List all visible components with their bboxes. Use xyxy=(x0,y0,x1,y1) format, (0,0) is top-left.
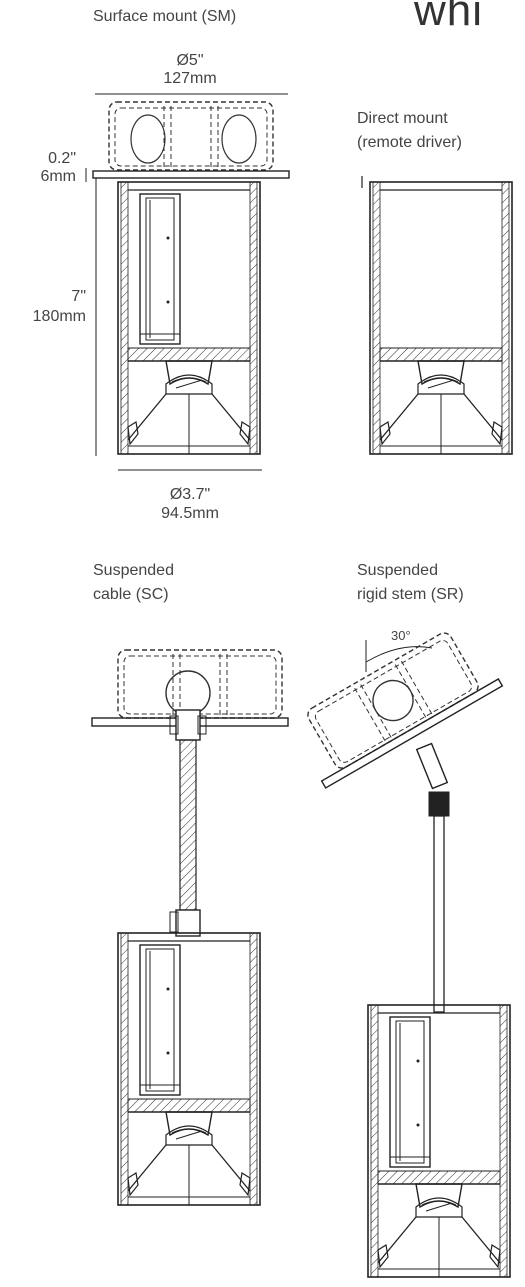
tilt-angle-label: 30° xyxy=(391,628,411,643)
direct-mount-title-line1: Direct mount xyxy=(357,110,448,127)
surface-mount-drawing xyxy=(85,93,290,471)
direct-mount-title-line2: (remote driver) xyxy=(357,134,462,151)
height-metric: 180mm xyxy=(32,308,86,325)
bottom-diameter-imperial: Ø3.7" xyxy=(169,486,211,503)
plate-thickness-imperial: 0.2" xyxy=(48,150,76,167)
cable-sc xyxy=(179,739,197,911)
direct-mount-drawing xyxy=(361,176,513,455)
suspended-cable-title-line2: cable (SC) xyxy=(93,586,169,603)
header-partial-word: whi xyxy=(414,0,484,35)
suspended-cable-title-line1: Suspended xyxy=(93,562,174,579)
top-diameter-metric: 127mm xyxy=(163,70,217,87)
height-imperial: 7" xyxy=(71,288,86,305)
canopy-plate xyxy=(92,170,290,179)
bottom-diameter-metric: 94.5mm xyxy=(161,505,219,522)
surface-mount-title: Surface mount (SM) xyxy=(93,8,237,25)
suspended-rigid-title-line1: Suspended xyxy=(357,562,438,579)
suspended-rigid-drawing: 30° xyxy=(304,628,511,1278)
knockout-right xyxy=(221,114,257,164)
rigid-stem xyxy=(433,815,445,1013)
top-diameter-imperial: Ø5" xyxy=(176,52,204,69)
plate-thickness-metric: 6mm xyxy=(40,168,76,185)
suspended-cable-drawing xyxy=(91,649,289,1206)
knockout-left xyxy=(130,114,166,164)
suspended-rigid-title-line2: rigid stem (SR) xyxy=(357,586,464,603)
